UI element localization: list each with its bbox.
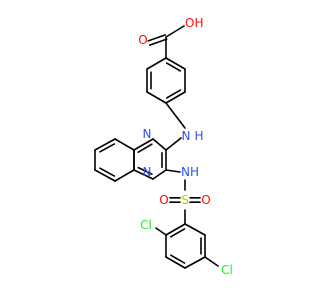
bond-line <box>165 102 186 129</box>
bond-line <box>99 167 116 177</box>
bond-line <box>184 256 206 269</box>
bond-line <box>94 138 116 151</box>
bond-line <box>165 62 182 72</box>
bond-lines <box>94 25 219 269</box>
atom-label-chlorine-1: Cl <box>140 218 152 232</box>
bond-line <box>165 57 186 70</box>
bond-line <box>165 137 182 151</box>
bond-line <box>170 228 186 238</box>
bond-line <box>165 25 185 38</box>
bond-line <box>152 169 167 180</box>
bond-line <box>133 169 154 180</box>
molecule-structure: OH O N H N N NH S O O Cl Cl <box>94 16 233 277</box>
bond-line <box>114 169 135 182</box>
bond-line <box>170 254 186 264</box>
bond-line <box>165 89 182 99</box>
bond-line <box>137 166 153 175</box>
atom-label-sulfur: S <box>181 193 189 207</box>
atom-label-n-ring-1: N <box>143 127 152 141</box>
bond-line <box>99 143 116 153</box>
atom-label-chlorine-2: Cl <box>221 263 233 277</box>
atom-label-o-sulfonyl-right: O <box>201 193 210 207</box>
atom-label-o-carbonyl: O <box>138 33 147 47</box>
bond-line <box>146 91 167 104</box>
bond-line <box>94 169 116 182</box>
bond-line <box>146 57 167 70</box>
bond-line <box>147 34 167 42</box>
bond-line <box>165 223 186 236</box>
bond-line <box>155 227 167 236</box>
atom-label-n-amine-top: N <box>182 129 191 143</box>
atom-label-h-amine-top: H <box>194 129 203 143</box>
bond-line <box>114 138 135 151</box>
atom-labels: OH O N H N N NH S O O Cl Cl <box>138 16 233 277</box>
bond-line <box>184 223 206 236</box>
bond-line <box>152 138 167 151</box>
atom-label-oh: OH <box>185 16 203 30</box>
bond-line <box>165 169 181 173</box>
bond-line <box>137 143 153 153</box>
atom-label-nh-bottom: NH <box>181 165 199 179</box>
bond-line <box>165 91 186 104</box>
atom-label-o-sulfonyl-left: O <box>159 193 168 207</box>
atom-label-n-ring-2: N <box>143 165 152 179</box>
bond-line <box>133 138 154 151</box>
bond-line <box>148 38 168 46</box>
bond-line <box>204 256 219 267</box>
bond-line <box>165 256 186 269</box>
